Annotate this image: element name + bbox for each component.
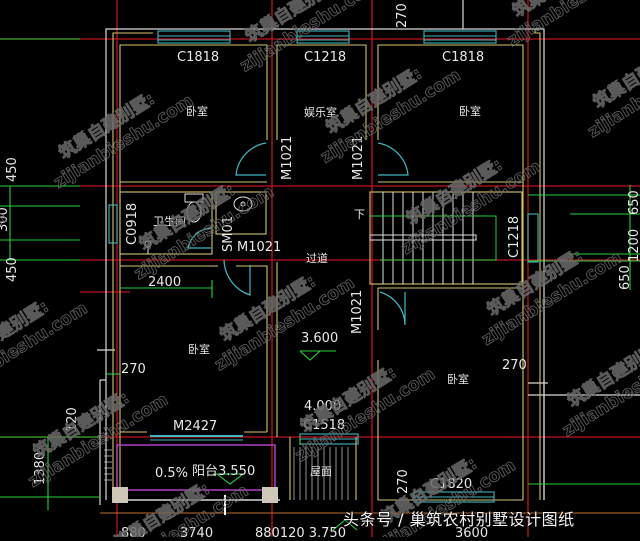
elevation-roof: 4.000	[304, 399, 341, 414]
slope-label: 0.5%	[155, 466, 188, 481]
staircase	[369, 192, 497, 284]
dim-bottom-partial: 880120 3.750	[255, 526, 346, 537]
dim-right-1200: 1200	[627, 229, 640, 262]
dim-right-650-bottom: 650	[618, 265, 633, 290]
inner-walls	[112, 29, 541, 501]
window-label-ne: C1818	[442, 50, 484, 65]
door-label-sw: M1021	[237, 240, 281, 255]
window-label-se: C1820	[430, 477, 472, 492]
roof-hatch	[104, 447, 349, 500]
window-label-n-mid: C1218	[304, 50, 346, 65]
door-label-bath-sm: SM01	[221, 216, 236, 252]
door-label-balcony: M2427	[173, 419, 217, 434]
dim-top-270: 270	[395, 3, 410, 28]
balcony-outline	[100, 444, 640, 515]
room-balcony: 阳台3.550	[192, 464, 255, 479]
dim-interior-270-bottom: 270	[396, 469, 411, 494]
dimension-lines	[0, 38, 640, 531]
room-bathroom: 卫生间	[153, 214, 186, 228]
dim-left-300: 300	[0, 207, 11, 232]
window-label-bath: C0918	[125, 203, 140, 245]
dim-right-650-top: 650	[627, 190, 640, 215]
windows	[108, 30, 539, 503]
door-label-ne: M1021	[351, 136, 366, 180]
dim-interior-2400: 2400	[148, 275, 181, 290]
dim-interior-270-se: 270	[502, 358, 527, 373]
window-label-stair: C1218	[507, 216, 522, 258]
window-labels: C1818 C1218 C1818 C0918 C1218 C1518 C182…	[125, 50, 522, 492]
bathroom-fixtures	[144, 193, 253, 254]
window-label-s-mid: C1518	[303, 418, 345, 433]
room-hallway: 过道	[306, 251, 328, 265]
doors	[187, 142, 409, 326]
elevation-hallway: 3.600	[301, 331, 338, 346]
room-labels: 卧室 娱乐室 卧室 卫生间 过道 卧室 卧室 阳台3.550 屋面	[153, 104, 481, 479]
stair-down-label: 下	[354, 208, 365, 221]
source-caption: 头条号 / 巢筑农村别墅设计图纸	[343, 510, 575, 529]
room-roof: 屋面	[310, 465, 332, 478]
window-label-nw: C1818	[177, 50, 219, 65]
misc-labels: 下 3.600 4.000 0.5%	[155, 208, 365, 481]
dim-left-450-top: 450	[5, 157, 20, 182]
room-bedroom-nw: 卧室	[186, 104, 208, 118]
room-bedroom-sw: 卧室	[188, 342, 210, 356]
room-entertainment: 娱乐室	[304, 105, 337, 119]
dim-left-450-bottom: 450	[5, 257, 20, 282]
dim-left-120: 120	[65, 407, 80, 432]
room-bedroom-se: 卧室	[447, 372, 469, 386]
outer-walls	[97, 0, 640, 505]
door-label-se: M1021	[350, 290, 365, 334]
door-labels: M1021 M1021 SM01 M1021 M1021 M2427	[173, 136, 366, 434]
dim-left-270: 270	[121, 362, 146, 377]
door-label-nw: M1021	[280, 136, 295, 180]
dim-left-1380: 1380	[33, 452, 48, 485]
room-bedroom-ne: 卧室	[459, 104, 481, 118]
